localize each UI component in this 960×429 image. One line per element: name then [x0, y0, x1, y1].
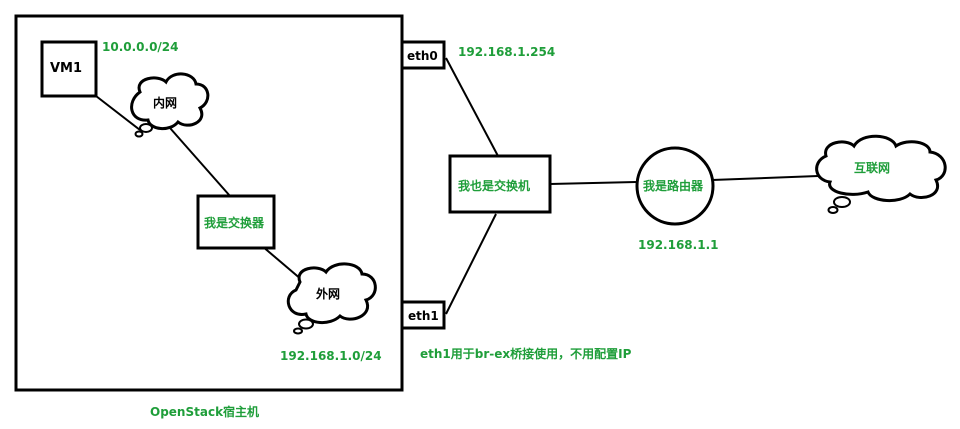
router-ip-label: 192.168.1.1	[638, 238, 718, 252]
external-cloud-label: 外网	[316, 286, 340, 301]
link-router-to-internet	[711, 175, 819, 181]
external-cloud-icon	[286, 262, 377, 335]
router-label: 我是路由器	[643, 178, 704, 193]
link-switch-to-external	[261, 245, 303, 281]
internal-cloud-icon	[130, 72, 210, 138]
eth0-ip-label: 192.168.1.254	[458, 45, 555, 59]
internet-cloud-label: 互联网	[854, 161, 890, 175]
inner-switch-label: 我是交换器	[204, 215, 265, 230]
host-caption: OpenStack宿主机	[150, 404, 259, 419]
vm1-label: VM1	[50, 61, 82, 76]
link-internal-to-switch	[169, 127, 231, 197]
internal-cloud-label: 内网	[153, 95, 177, 110]
link-outer-switch-to-router	[549, 181, 639, 185]
eth0-label: eth0	[407, 49, 438, 63]
link-eth0-to-outer-switch	[445, 57, 499, 157]
outer-switch-label: 我也是交换机	[458, 178, 530, 193]
link-vm1-to-internal	[95, 95, 141, 131]
host-box	[14, 14, 404, 392]
outer-switch-box	[448, 154, 552, 214]
vm1-box	[40, 40, 98, 98]
link-eth1-to-outer-switch	[445, 213, 497, 315]
eth0-box	[400, 40, 446, 70]
eth1-label: eth1	[408, 309, 439, 323]
vm1-subnet-label: 10.0.0.0/24	[102, 40, 179, 54]
eth1-box	[400, 300, 446, 330]
router-circle	[635, 146, 715, 226]
inner-switch-box	[196, 194, 276, 250]
internet-cloud-icon	[815, 134, 947, 214]
external-subnet-label: 192.168.1.0/24	[280, 349, 382, 363]
eth1-note-label: eth1用于br-ex桥接使用，不用配置IP	[420, 346, 632, 361]
